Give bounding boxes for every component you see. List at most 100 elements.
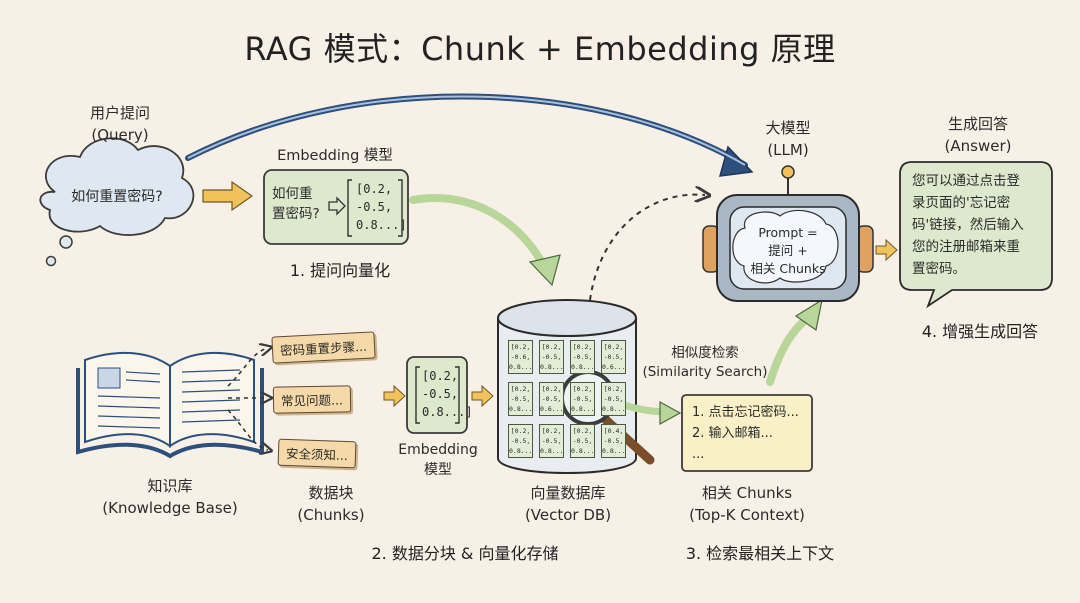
- llm-label-cn: 大模型: [765, 119, 811, 137]
- kb-label-en: (Knowledge Base): [102, 499, 238, 517]
- db-cell-line: [0.2,: [541, 343, 562, 351]
- llm-robot: [702, 165, 874, 302]
- context-label-en: (Top-K Context): [689, 506, 805, 524]
- answer-label: 生成回答 (Answer): [918, 113, 1038, 157]
- embed-bottom-label-line: 模型: [424, 462, 452, 478]
- llm-prompt-line: Prompt =: [758, 225, 818, 240]
- db-cell-line: -0.5,: [541, 437, 562, 445]
- answer-text: 您可以通过点击登 录页面的'忘记密 码'链接，然后输入 您的注册邮箱来重 置密码…: [912, 170, 1048, 280]
- query-label-en: (Query): [91, 126, 149, 144]
- query-label: 用户提问 (Query): [60, 102, 180, 146]
- embed-top-box: [263, 169, 409, 245]
- context-line: ...: [692, 447, 705, 462]
- db-vector-cell: [0.2, -0.5, 0.8...: [570, 382, 595, 416]
- db-cell-line: -0.5,: [572, 437, 593, 445]
- db-cell-line: 0.8...: [602, 447, 626, 455]
- db-cell-line: [0.2,: [510, 427, 531, 435]
- db-vector-cell: [0.2, -0.5, 0.8...: [570, 424, 595, 458]
- chunks-label: 数据块 (Chunks): [276, 482, 386, 526]
- llm-prompt: Prompt = 提问 + 相关 Chunks: [735, 224, 841, 278]
- chunk-card: 常见问题...: [272, 385, 352, 414]
- vector-line: 0.8...]: [356, 218, 407, 232]
- embed-to-db-small-arrow: [471, 384, 494, 408]
- db-cell-line: -0.5,: [541, 395, 562, 403]
- chunk-card: 安全须知...: [277, 438, 357, 469]
- page-title: RAG 模式：Chunk + Embedding 原理: [244, 30, 836, 68]
- answer-line: 录页面的'忘记密: [912, 195, 1011, 211]
- db-cell-line: -0.5,: [541, 353, 562, 361]
- db-cell-line: 0.6...: [540, 405, 564, 413]
- answer-line: 您可以通过点击登: [912, 173, 1020, 189]
- db-vector-cell: [0.2,-0.5,0.6...: [601, 340, 626, 374]
- vector-db-label: 向量数据库 (Vector DB): [500, 482, 636, 526]
- chunks-to-embed-arrow: [383, 384, 406, 408]
- kb-label: 知识库 (Knowledge Base): [80, 475, 260, 519]
- db-cell-line: -0.6,: [510, 353, 531, 361]
- db-cell-line: 0.8...: [571, 363, 595, 371]
- step4-label: 4. 增强生成回答: [921, 322, 1039, 341]
- answer-line: 码'链接，然后输入: [912, 217, 1024, 233]
- query-cloud: [39, 137, 195, 267]
- context-label: 相关 Chunks (Top-K Context): [672, 482, 822, 526]
- db-cell-line: 0.8...: [571, 405, 595, 413]
- book-to-chunk1-arrow: [227, 348, 268, 387]
- llm-label: 大模型 (LLM): [740, 117, 836, 161]
- similarity-label: 相似度检索 (Similarity Search): [630, 344, 780, 382]
- db-cell-line: [0.2,: [603, 385, 624, 393]
- chunks-label-cn: 数据块: [308, 484, 354, 502]
- llm-prompt-line: 相关 Chunks: [750, 261, 826, 276]
- embed-bottom-vector: [0.2, -0.5, 0.8...]: [422, 367, 473, 421]
- embed-top-text: 如何重 置密码?: [272, 184, 332, 224]
- embed-to-db-arrow: [409, 194, 549, 272]
- db-cell-line: -0.5,: [572, 395, 593, 403]
- db-cell-line: -0.5,: [572, 353, 593, 361]
- embed-bottom-label: Embedding 模型: [388, 440, 488, 480]
- embed-top-text-line: 置密码?: [272, 206, 320, 222]
- db-vector-cell: [0.2,-0.5,0.8...: [508, 424, 533, 458]
- chunk-card: 密码重置步骤...: [271, 331, 376, 364]
- step3-label: 3. 检索最相关上下文: [685, 544, 835, 563]
- db-cell-line: [0.2,: [603, 343, 624, 351]
- kb-label-cn: 知识库: [147, 477, 193, 495]
- knowledge-book: [76, 351, 264, 459]
- db-cell-line: [0.2,: [541, 385, 562, 393]
- db-to-llm-dashed: [589, 195, 705, 301]
- db-vector-cell: [0.2, -0.5, 0.8...: [508, 382, 533, 416]
- db-cell-line: [0.2,: [572, 385, 593, 393]
- db-cell-line: -0.5,: [603, 437, 624, 445]
- vector-line: [0.2,: [422, 369, 459, 383]
- db-cell-line: -0.5,: [603, 395, 624, 403]
- answer-label-cn: 生成回答: [947, 115, 1008, 133]
- llm-label-en: (LLM): [767, 141, 809, 159]
- context-content: 1. 点击忘记密码... 2. 输入邮箱... ...: [692, 402, 810, 465]
- query-label-cn: 用户提问: [89, 104, 150, 122]
- db-cell-line: 0.8...: [571, 447, 595, 455]
- db-cell-line: [0.2,: [572, 343, 593, 351]
- db-cell-line: 0.8...: [602, 405, 626, 413]
- db-vector-cell: [0.2, -0.5, 0.8...: [539, 424, 564, 458]
- answer-label-en: (Answer): [944, 137, 1012, 155]
- db-cell-line: [0.4,: [603, 427, 624, 435]
- embed-top-label: Embedding 模型: [277, 148, 393, 164]
- db-vector-cell: [0.2, -0.5, 0.8...: [570, 340, 595, 374]
- db-vector-cell: [0.2, -0.5, 0.8...: [601, 382, 626, 416]
- db-cell-line: [0.2,: [510, 385, 531, 393]
- context-box: [681, 394, 813, 472]
- llm-to-answer-arrow: [875, 238, 898, 262]
- db-vector-cell: [0.2,-0.6,0.8...: [508, 340, 533, 374]
- db-cell-line: 0.8...: [540, 447, 564, 455]
- context-label-cn: 相关 Chunks: [701, 484, 793, 502]
- book-to-chunk3-arrow: [227, 409, 268, 450]
- vector-line: -0.5,: [356, 200, 393, 214]
- db-cell-line: 0.8...: [540, 363, 564, 371]
- llm-prompt-line: 提问 +: [768, 243, 808, 258]
- db-cell-line: -0.5,: [510, 395, 531, 403]
- vector-line: -0.5,: [422, 387, 459, 401]
- answer-line: 您的注册邮箱来重: [912, 239, 1020, 255]
- db-cell-line: 0.8...: [509, 405, 533, 413]
- db-vector-cell: [0.2, -0.5, 0.8...: [539, 340, 564, 374]
- vector-db-label-en: (Vector DB): [524, 506, 612, 524]
- db-cell-line: [0.2,: [541, 427, 562, 435]
- db-cell-line: -0.5,: [510, 437, 531, 445]
- db-cell-line: [0.2,: [572, 427, 593, 435]
